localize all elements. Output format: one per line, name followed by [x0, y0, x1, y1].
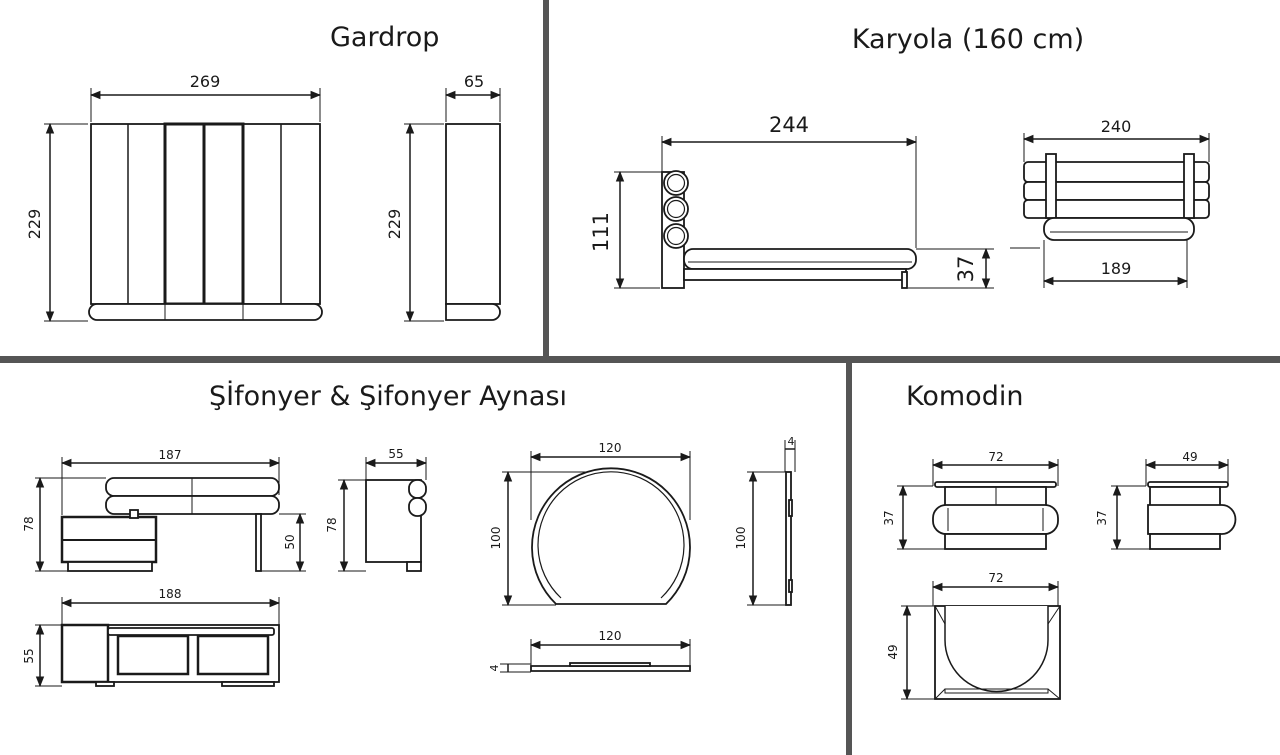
komodin-top-view: [934, 605, 1061, 700]
komodin-side-height-label: 37: [1095, 510, 1109, 525]
komodin-top-width-label: 72: [988, 571, 1003, 585]
gardrop-front-view: [88, 122, 323, 321]
komodin-top-depth-label: 49: [886, 644, 900, 659]
mirror-side-view: [785, 471, 793, 606]
komodin-front-height-label: 37: [882, 510, 896, 525]
section-komodin: Komodin 72 37 49 37: [882, 381, 1237, 701]
mirror-side-height-label: 100: [734, 527, 748, 550]
sifonyer-top-view: [60, 623, 280, 687]
mirror-top-view: [530, 662, 691, 672]
mirror-top-width-label: 120: [599, 629, 622, 643]
sifonyer-front-width-label: 187: [159, 448, 182, 462]
gardrop-height-label: 229: [25, 209, 44, 240]
sifonyer-top-depth-label: 55: [22, 648, 36, 663]
karyola-length-label: 244: [769, 113, 809, 137]
sifonyer-side-view: [365, 479, 427, 572]
komodin-side-depth-label: 49: [1182, 450, 1197, 464]
karyola-top-width-label: 240: [1101, 117, 1132, 136]
sifonyer-title: Şİfonyer & Şifonyer Aynası: [209, 380, 567, 412]
gardrop-width-label: 269: [190, 72, 221, 91]
komodin-front-view: [932, 481, 1059, 550]
section-sifonyer: Şİfonyer & Şifonyer Aynası 187 78 50 55: [22, 380, 796, 688]
mirror-height-label: 100: [489, 527, 503, 550]
karyola-frame-height-label: 37: [954, 256, 978, 283]
section-karyola: Karyola (160 cm) 244 111 37: [589, 24, 1211, 290]
sifonyer-side-height-label: 78: [325, 517, 339, 532]
sifonyer-front-height-label: 78: [22, 516, 36, 531]
komodin-side-view: [1147, 481, 1237, 550]
sifonyer-side-depth-label: 55: [388, 447, 403, 461]
karyola-front-view: [1023, 153, 1210, 241]
karyola-headboard-height-label: 111: [589, 212, 613, 252]
gardrop-depth-label: 65: [464, 72, 484, 91]
komodin-title: Komodin: [906, 381, 1023, 412]
divider-vertical-bottom: [846, 360, 852, 755]
karyola-side-view: [661, 170, 917, 289]
gardrop-side-height-label: 229: [385, 209, 404, 240]
sifonyer-top-width-label: 188: [159, 587, 182, 601]
karyola-title: Karyola (160 cm): [852, 24, 1084, 55]
mirror-depth-label: 4: [788, 435, 795, 448]
karyola-bottom-width-label: 189: [1101, 259, 1132, 278]
sifonyer-leg-height-label: 50: [283, 534, 297, 549]
divider-vertical-top: [543, 0, 549, 358]
section-gardrop: Gardrop 269 229 65 229: [25, 22, 502, 323]
mirror-front-view: [531, 467, 691, 605]
komodin-front-width-label: 72: [988, 450, 1003, 464]
gardrop-side-view: [445, 123, 501, 321]
mirror-top-depth-label: 4: [488, 665, 501, 672]
gardrop-title: Gardrop: [330, 22, 439, 53]
sifonyer-front-view: [60, 477, 280, 572]
divider-horizontal: [0, 356, 1280, 363]
mirror-width-label: 120: [599, 441, 622, 455]
